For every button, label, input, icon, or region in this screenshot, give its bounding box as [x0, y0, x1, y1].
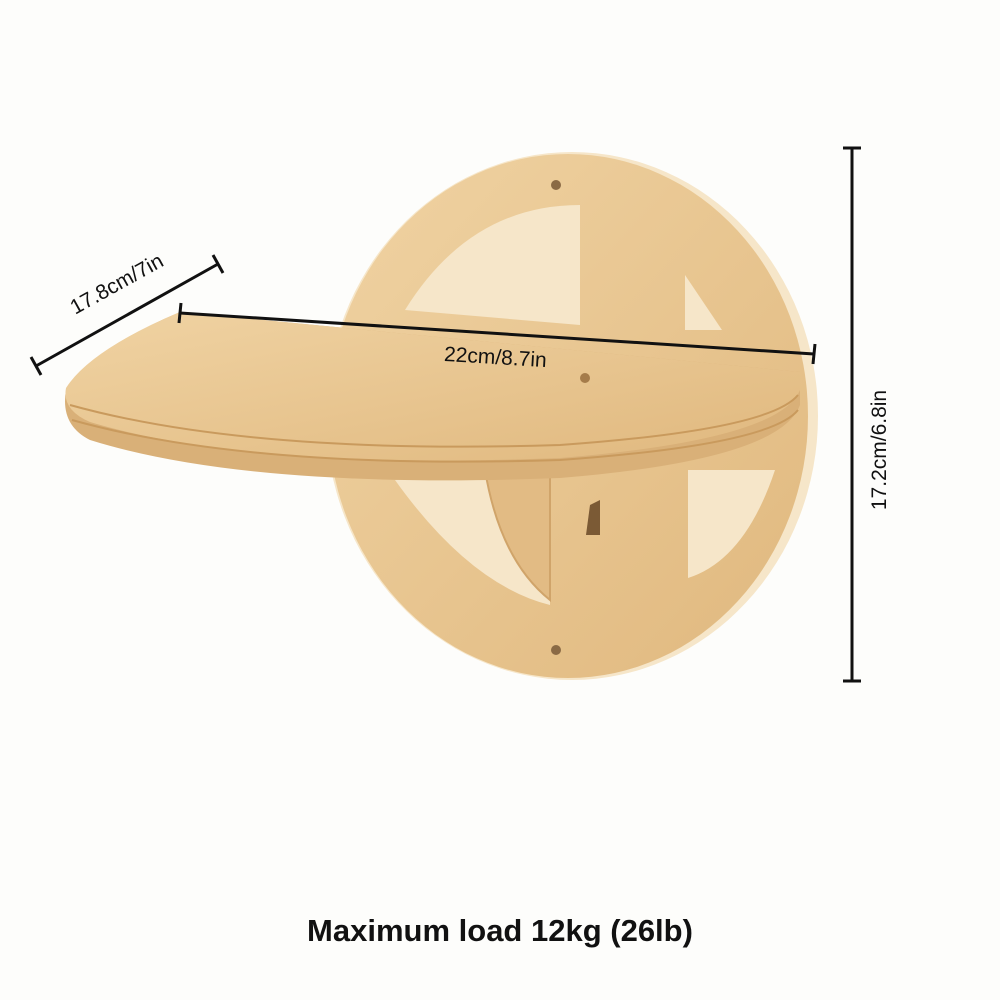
shelf-board — [65, 312, 800, 481]
width-dimension-line — [179, 311, 815, 356]
height-label: 17.2cm/6.8in — [868, 390, 891, 510]
depth-dimension-line — [35, 262, 219, 368]
dimension-lines — [29, 146, 861, 683]
max-load-caption: Maximum load 12kg (26lb) — [307, 913, 693, 948]
screw-hole-top — [551, 180, 561, 190]
depth-label: 17.8cm/7in — [66, 249, 167, 319]
screw-hole-bottom — [551, 645, 561, 655]
